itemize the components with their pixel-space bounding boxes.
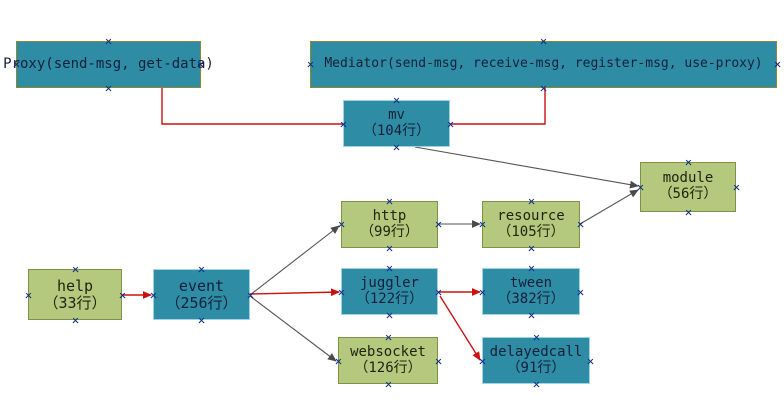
node-mv-sublabel: （104行） [362,122,431,139]
edge-event-websocket[interactable] [249,295,337,362]
node-resource-sublabel: （105行） [497,223,565,240]
node-module-label: module [662,170,714,187]
node-websocket[interactable]: websocket（126行） [338,337,438,384]
edge-resource-module[interactable] [579,189,639,225]
edge-event-juggler[interactable] [249,288,340,297]
node-proxy[interactable]: Proxy(send-msg, get-data) [3,41,214,88]
node-http[interactable]: http（99行） [341,201,438,248]
node-mv-label: mv [388,106,405,123]
node-delayedcall-label: delayedcall [489,343,583,360]
node-http-sublabel: （99行） [360,223,419,240]
node-event-sublabel: （256行） [165,293,238,312]
node-juggler-label: juggler [359,274,419,291]
node-module-sublabel: （56行） [658,186,718,202]
edge-mediator-mv[interactable] [450,88,546,125]
node-delayedcall[interactable]: delayedcall（91行） [482,337,590,384]
node-websocket-label: websocket [350,343,426,360]
node-websocket-sublabel: （126行） [354,359,422,376]
edge-event-http[interactable] [249,225,340,296]
node-mv[interactable]: mv（104行） [343,100,450,147]
node-event-label: event [178,276,225,295]
node-tween[interactable]: tween（382行） [482,268,580,315]
node-event[interactable]: event（256行） [153,269,250,320]
node-module[interactable]: module（56行） [640,162,736,212]
edge-mv-module[interactable] [414,146,639,189]
node-tween-label: tween [509,274,553,291]
node-mediator-label: Mediator(send-msg, receive-msg, register… [324,56,763,72]
node-proxy-label: Proxy(send-msg, get-data) [3,55,214,72]
edge-proxy-mv[interactable] [161,88,343,125]
node-help[interactable]: help（33行） [28,269,122,320]
edge-juggler-delayedcall[interactable] [439,295,481,361]
node-help-sublabel: （33行） [43,293,107,312]
node-juggler-sublabel: （122行） [355,290,424,307]
node-help-label: help [56,276,94,295]
node-resource[interactable]: resource（105行） [482,201,580,248]
node-juggler[interactable]: juggler（122行） [341,268,438,315]
node-delayedcall-sublabel: （91行） [506,359,566,376]
node-resource-label: resource [497,207,565,224]
node-tween-sublabel: （382行） [497,290,565,307]
node-http-label: http [372,207,407,224]
node-mediator[interactable]: Mediator(send-msg, receive-msg, register… [310,41,777,88]
